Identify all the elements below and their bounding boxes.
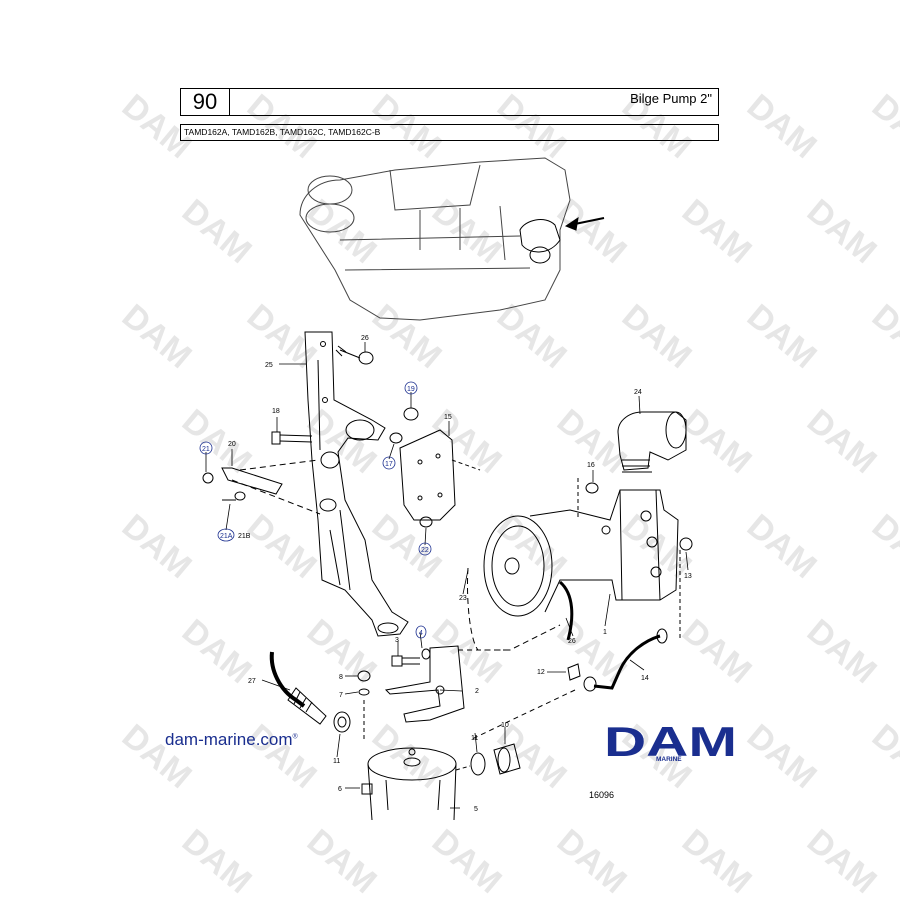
hose-27 xyxy=(269,651,327,725)
website-link[interactable]: dam-marine.com® xyxy=(165,730,298,749)
callout-26-hose: 26 xyxy=(568,638,576,645)
dam-marine-logo: DAM xyxy=(604,722,737,765)
coupling-11-right xyxy=(470,752,486,776)
drawing-number: 16096 xyxy=(589,790,615,800)
callout-26-top: 26 xyxy=(361,335,369,342)
callout-7: 7 xyxy=(339,692,343,699)
washer-7 xyxy=(358,688,370,696)
engine-outline xyxy=(299,157,571,321)
bolt-21 xyxy=(202,472,214,484)
callout-12: 12 xyxy=(537,669,545,676)
washer-17 xyxy=(389,432,403,444)
washer-4 xyxy=(421,648,431,660)
plate-15 xyxy=(399,429,481,521)
callout-11-left: 11 xyxy=(333,758,340,765)
bolt-26-top xyxy=(335,345,374,365)
elbow-24 xyxy=(617,411,687,473)
callout-24: 24 xyxy=(634,389,642,396)
callout-21: 21 xyxy=(202,446,210,453)
callout-22: 22 xyxy=(421,547,429,554)
callout-6: 6 xyxy=(338,786,342,793)
callout-15: 15 xyxy=(444,414,452,421)
title-box: Bilge Pump 2" xyxy=(229,88,719,116)
callout-1: 1 xyxy=(603,629,607,636)
bracket-25 xyxy=(304,331,409,637)
callout-14: 14 xyxy=(641,675,649,682)
bolt-6 xyxy=(361,783,373,795)
nut-22 xyxy=(419,516,433,528)
callout-4: 4 xyxy=(419,630,423,637)
callout-16: 16 xyxy=(587,462,595,469)
callout-25: 25 xyxy=(265,362,273,369)
pipe-14 xyxy=(583,628,668,692)
callout-8: 8 xyxy=(339,674,343,681)
callout-10: 10 xyxy=(501,722,509,729)
callout-20: 20 xyxy=(228,441,236,448)
pump-body-1 xyxy=(483,489,679,617)
logo-word: DAM xyxy=(604,722,737,765)
callout-13: 13 xyxy=(684,573,692,580)
strap-20 xyxy=(221,459,321,515)
fitting-13 xyxy=(679,537,693,551)
nipple-10 xyxy=(493,743,521,775)
leader-lines xyxy=(205,342,689,809)
callout-17: 17 xyxy=(385,461,393,468)
callout-21a: 21A xyxy=(220,533,233,540)
bolt-16 xyxy=(577,478,599,520)
callout-11-right: 11 xyxy=(471,735,478,742)
callout-21b: 21B xyxy=(238,533,251,540)
callout-5: 5 xyxy=(474,806,478,813)
callout-27: 27 xyxy=(248,678,256,685)
logo-subtitle: MARINE xyxy=(656,756,682,763)
page-title: Bilge Pump 2" xyxy=(630,91,712,106)
model-list: TAMD162A, TAMD162B, TAMD162C, TAMD162C-B xyxy=(180,124,719,141)
callout-2: 2 xyxy=(475,688,479,695)
washer-21b xyxy=(234,491,246,501)
callout-3: 3 xyxy=(395,637,399,644)
callout-18: 18 xyxy=(272,408,280,415)
hose-26 xyxy=(558,580,574,641)
callout-23: 23 xyxy=(459,595,467,602)
fitting-12 xyxy=(469,663,581,741)
bolt-3 xyxy=(391,655,420,667)
callout-19: 19 xyxy=(407,386,415,393)
filter-housing-5 xyxy=(367,747,457,821)
coupling-11-left xyxy=(333,711,351,733)
